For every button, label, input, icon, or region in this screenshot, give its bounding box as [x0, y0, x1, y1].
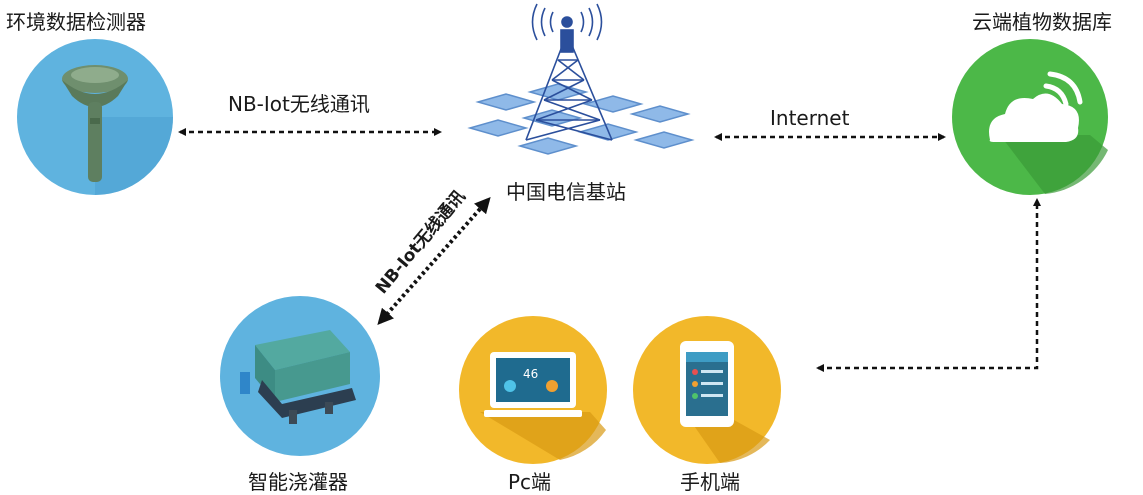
- irrigation-controller-icon: [240, 330, 356, 424]
- pc-screen-value: 46: [523, 367, 539, 381]
- link-label-tower-cloud: Internet: [770, 106, 850, 130]
- cloud-label: 云端植物数据库: [972, 10, 1112, 34]
- sensor-node: [17, 39, 173, 195]
- link-label-sensor-tower: NB-Iot无线通讯: [228, 92, 370, 116]
- tower-label: 中国电信基站: [506, 180, 626, 204]
- cloud-signal-icon: [989, 71, 1083, 142]
- irrigator-node: [220, 296, 380, 456]
- irrigator-label: 智能浇灌器: [248, 470, 348, 494]
- phone-label: 手机端: [680, 470, 740, 494]
- sensor-label: 环境数据检测器: [6, 10, 146, 34]
- monitor-icon: [484, 352, 582, 417]
- pc-label: Pc端: [508, 470, 552, 494]
- phone-node: [633, 316, 781, 464]
- cloud-node: [952, 39, 1108, 195]
- pc-node: [459, 316, 607, 464]
- soil-sensor-icon: [62, 65, 128, 182]
- cell-tower-icon: [525, 3, 613, 141]
- smartphone-icon: [680, 341, 734, 427]
- link-devices-cloud: [816, 198, 1041, 372]
- tower-node: [467, 3, 695, 155]
